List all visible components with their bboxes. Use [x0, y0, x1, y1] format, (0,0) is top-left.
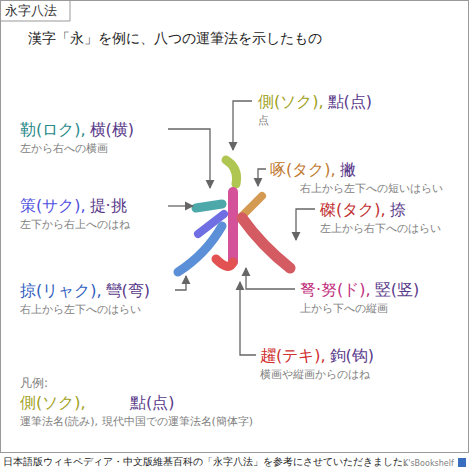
modern-name: 竪(竖) [375, 280, 419, 299]
description: 左上から右下へのはらい [320, 222, 441, 235]
stroke-taku2 [242, 218, 290, 268]
description: 左から右への横画 [20, 142, 108, 155]
stroke-taku [242, 196, 262, 216]
leader-line [168, 205, 193, 206]
title-rule [70, 1, 71, 22]
stroke-roku [196, 204, 222, 208]
subtitle: 漢字「永」を例に、八つの運筆法を示したもの [28, 30, 322, 47]
description: 横画や縦画からのはね [260, 368, 370, 381]
description: 右上から左下へのはらい [20, 303, 141, 316]
watermark-icon [458, 458, 466, 467]
frame [1, 1, 469, 453]
method-name: 磔(タク), [320, 200, 386, 219]
method-name: 掠(リャク), [20, 281, 102, 300]
modern-name: 點(点) [328, 92, 372, 111]
modern-name: 彎(弯) [106, 281, 150, 300]
method-name: 弩·努(ド), [300, 280, 371, 299]
modern-name: 横(横) [90, 120, 134, 139]
method-name: 側(ソク), [258, 92, 324, 111]
method-name: 勒(ロク), [20, 120, 86, 139]
modern-name: 提·挑 [90, 196, 127, 215]
description: 左下から右上へのはね [20, 218, 130, 231]
credit: 日本語版ウィキペディア・中文版維基百科の「永字八法」を参考にさせていただきました… [3, 456, 413, 467]
legend-description: 運筆法名(読み), 現代中国での運筆法名(簡体字) [20, 415, 253, 428]
legend-heading: 凡例: [20, 376, 48, 390]
legend-modern-name: 點(点) [130, 393, 174, 412]
leader-line [296, 209, 315, 240]
modern-name: 鉤(钩) [330, 346, 374, 365]
method-name: 策(サク), [20, 196, 86, 215]
title: 永字八法 [5, 3, 57, 19]
stroke-soku [226, 160, 237, 184]
leader-lines [168, 101, 315, 355]
description: 点 [258, 114, 269, 127]
leader-line [240, 282, 256, 355]
leader-line [168, 129, 210, 188]
stroke-do [228, 192, 238, 262]
stroke-ryaku [178, 226, 222, 272]
method-name: 啄(タク), [270, 160, 336, 179]
stroke-teki [216, 259, 233, 266]
method-name: 趯(テキ), [260, 346, 326, 365]
leader-line [258, 169, 266, 186]
title-rule [1, 21, 71, 22]
legend-method-name: 側(ソク), [20, 393, 86, 412]
leader-line [233, 101, 252, 150]
watermark: K'sBookshelf [403, 459, 454, 469]
description: 右上から左下への短いはらい [300, 182, 443, 195]
leader-line [175, 276, 186, 290]
modern-name: 捺 [390, 200, 406, 219]
description: 上から下への縦画 [300, 302, 388, 315]
modern-name: 撇 [340, 160, 356, 179]
leader-line [246, 268, 295, 289]
